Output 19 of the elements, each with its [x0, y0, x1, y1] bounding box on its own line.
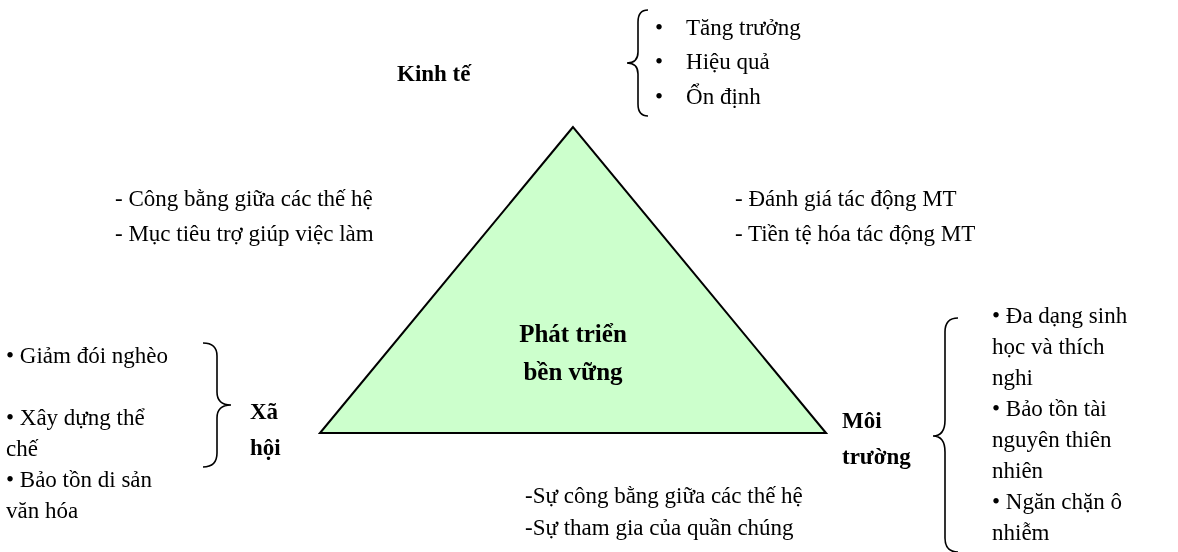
bullet-item: • Tăng trưởng: [655, 14, 801, 42]
bullet-item: • Đa dạng sinh học và thích nghi: [992, 302, 1129, 392]
bullet-item: • Xây dựng thể chế: [6, 404, 146, 463]
note-text: - Công bằng giữa các thế hệ: [115, 185, 373, 213]
bullet-item: • Bảo tồn di sản văn hóa: [6, 466, 154, 525]
note-text: -Sự công bằng giữa các thế hệ: [525, 482, 803, 510]
center-label: Phát triển bền vững: [518, 319, 628, 387]
note-text: -Sự tham gia của quần chúng: [525, 514, 794, 542]
note-text: - Tiền tệ hóa tác động MT: [735, 220, 976, 248]
bullet-item: • Ổn định: [655, 82, 761, 111]
bullet-item: • Hiệu quả: [655, 48, 770, 76]
bullet-item: • Ngăn chặn ô nhiễm: [992, 488, 1124, 547]
category-label: Xã hội: [250, 398, 282, 462]
note-text: - Đánh giá tác động MT: [735, 185, 957, 213]
category-label: Kinh tế: [397, 60, 471, 88]
bullet-item: • Bảo tồn tài nguyên thiên nhiên: [992, 395, 1113, 485]
bullet-item: • Giảm đói nghèo: [6, 342, 169, 370]
note-text: - Mục tiêu trợ giúp việc làm: [115, 220, 374, 248]
category-label: Môi trường: [842, 407, 912, 471]
